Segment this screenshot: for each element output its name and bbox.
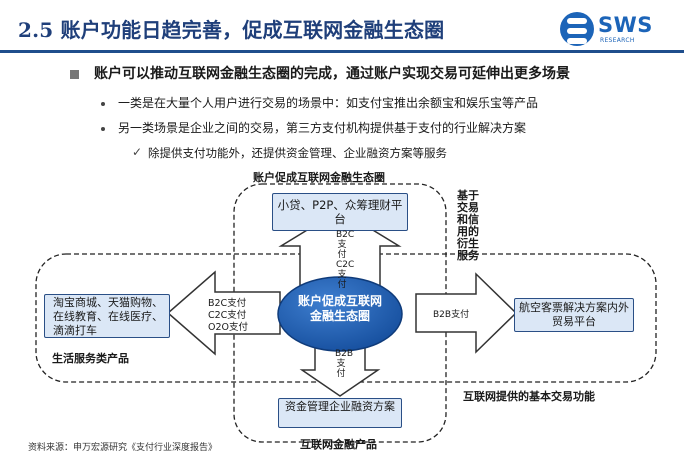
right-arrow-label: B2B支付	[433, 310, 470, 320]
left-arrow-label-b2c: B2C支付	[208, 298, 247, 309]
right-vertical-label: 基于交易和信用的衍生服务	[457, 189, 479, 262]
left-arrow-label-o2o: O2O支付	[208, 322, 248, 333]
checkmark-icon: ✓	[132, 145, 143, 159]
square-bullet-icon	[70, 70, 79, 79]
center-ellipse	[277, 276, 403, 352]
dot-bullet-icon	[101, 127, 105, 131]
top-box-text: 小贷、P2P、众筹理财平台	[277, 198, 403, 226]
sws-logo-icon	[560, 12, 594, 46]
left-arrow-label-c2c: C2C支付	[208, 310, 247, 321]
dot-bullet-icon	[101, 102, 105, 106]
bottom-box-text: 资金管理企业融资方案	[285, 400, 395, 413]
right-region-label: 互联网提供的基本交易功能	[463, 390, 595, 403]
sws-logo: SWS RESEARCH	[560, 10, 672, 50]
main-bullet: 账户可以推动互联网金融生态圈的完成，通过账户实现交易可延伸出更多场景	[76, 63, 570, 83]
sub-bullet-2-detail: 除提供支付功能外，还提供资金管理、企业融资方案等服务	[148, 146, 447, 160]
bottom-arrow-label: B2B支付	[335, 349, 354, 379]
logo-text: SWS	[598, 13, 653, 37]
right-box-text: 航空客票解决方案内外贸易平台	[519, 301, 629, 328]
right-box: 航空客票解决方案内外贸易平台	[514, 298, 634, 332]
left-box-text: 淘宝商城、天猫购物、在线教育、在线医疗、滴滴打车	[53, 296, 163, 337]
bottom-region-label: 互联网金融产品	[300, 438, 377, 451]
arrow-right	[415, 272, 518, 354]
sub-bullet-1: 一类是在大量个人用户进行交易的场景中：如支付宝推出余额宝和娱乐宝等产品	[118, 96, 539, 110]
left-region-label: 生活服务类产品	[52, 352, 129, 365]
center-label: 账户促成互联网金融生态圈	[298, 294, 383, 323]
title-divider	[0, 50, 684, 53]
sub-bullet-2: 另一类场景是企业之间的交易，第三方支付机构提供基于支付的行业解决方案	[118, 121, 527, 135]
main-bullet-text: 账户可以推动互联网金融生态圈的完成，通过账户实现交易可延伸出更多场景	[94, 66, 570, 82]
ecosystem-label: 账户促成互联网金融生态圈	[253, 171, 385, 184]
page-title: 2.5 账户功能日趋完善，促成互联网金融生态圈	[18, 18, 445, 42]
top-box: 小贷、P2P、众筹理财平台	[272, 193, 408, 231]
left-arrow-labels: B2C支付 C2C支付 O2O支付	[208, 298, 248, 334]
top-arrow-label: B2C支付C2C支付	[336, 230, 355, 290]
logo-subtext: RESEARCH	[600, 37, 635, 44]
left-box: 淘宝商城、天猫购物、在线教育、在线医疗、滴滴打车	[44, 294, 170, 338]
bottom-box: 资金管理企业融资方案	[278, 398, 402, 428]
source-note: 资料来源：申万宏源研究《支付行业深度报告》	[28, 443, 218, 453]
arrow-left	[166, 270, 281, 356]
